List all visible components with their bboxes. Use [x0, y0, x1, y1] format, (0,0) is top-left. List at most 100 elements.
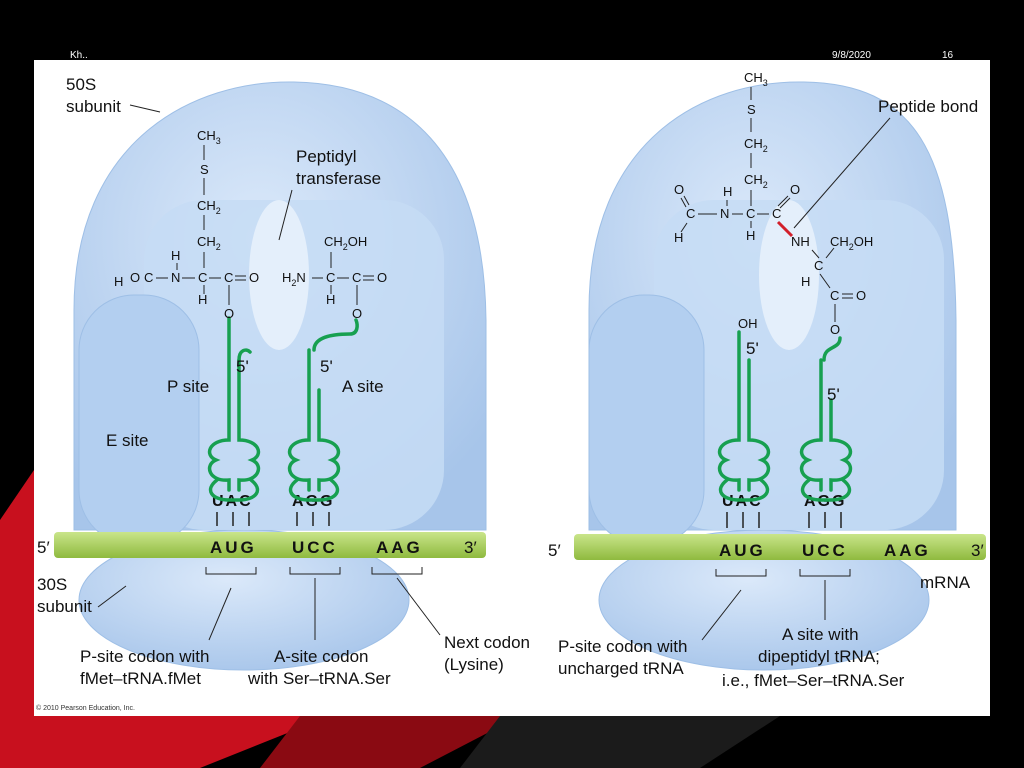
right-a-5prime: 5' [827, 385, 840, 404]
peptide-bond-leader [793, 117, 891, 229]
right-base-pair-ticks [726, 512, 842, 528]
right-mrna-3prime: 3′ [971, 541, 984, 560]
right-ser-c: C [830, 288, 839, 303]
right-h-left: H [674, 230, 683, 245]
right-ch2-a: CH2 [744, 136, 768, 154]
left-fmet-c2: C [224, 270, 233, 285]
left-inner-cavity [144, 200, 444, 530]
left-p-5prime: 5' [236, 357, 249, 376]
left-mrna-3prime: 3′ [464, 538, 477, 557]
left-caption-a-2: with Ser–tRNA.Ser [247, 669, 391, 688]
left-fmet-structure: CH3 S CH2 CH2 H H O C N C C O H O [114, 128, 259, 321]
right-ca: C [746, 206, 755, 221]
right-ribosome [588, 81, 957, 671]
left-p-site-label: P site [167, 377, 209, 396]
left-a-5prime: 5' [320, 357, 333, 376]
left-ser-h2n: H2N [282, 270, 306, 288]
left-mrna-5prime: 5′ [37, 538, 50, 557]
left-fmet-o-left: O [130, 270, 140, 285]
left-tunnel [249, 200, 309, 350]
left-ser-c: C [352, 270, 361, 285]
left-ribosome [73, 81, 487, 671]
left-a-site-label: A site [342, 377, 384, 396]
right-c1: C [686, 206, 695, 221]
peptide-bond-label: Peptide bond [878, 97, 978, 116]
right-o-carbonyl: O [790, 182, 800, 197]
left-fmet-ch3: CH3 [197, 128, 221, 146]
left-fmet-h-left: H [114, 274, 123, 289]
right-ser-o: O [856, 288, 866, 303]
left-fmet-o-ester: O [224, 306, 234, 321]
right-mrna-strand [574, 534, 986, 560]
right-caption-a-2: dipeptidyl tRNA; [758, 647, 880, 666]
right-bonds [680, 190, 853, 322]
right-e-site-lobe [588, 294, 705, 546]
right-s: S [747, 102, 756, 117]
right-ser-ch2oh: CH2OH [830, 234, 873, 252]
right-c2: C [772, 206, 781, 221]
left-caption-a-1: A-site codon [274, 647, 369, 666]
left-codon-ucc: UCC [292, 538, 338, 557]
left-codon-aag: AAG [376, 538, 423, 557]
right-inner-cavity [654, 200, 944, 530]
left-e-site-lobe [78, 294, 200, 546]
left-fmet-c1: C [144, 270, 153, 285]
left-codon-aug: AUG [210, 538, 257, 557]
left-trna-p-site [207, 316, 261, 502]
left-ser-ch2oh: CH2OH [324, 234, 367, 252]
right-mrna-5prime: 5′ [548, 541, 561, 560]
right-ser-h: H [801, 274, 810, 289]
right-n: N [720, 206, 729, 221]
left-50s-leader [129, 104, 161, 113]
red-wedge-1 [0, 470, 34, 768]
left-ser-o: O [377, 270, 387, 285]
left-50s-label-2: subunit [66, 97, 121, 116]
left-fmet-o-right: O [249, 270, 259, 285]
left-30s-label-2: subunit [37, 597, 92, 616]
red-wedge-3 [260, 716, 520, 768]
right-caption-a-3: i.e., fMet–Ser–tRNA.Ser [722, 671, 905, 690]
left-fmet-ca: C [198, 270, 207, 285]
left-codon-brackets [205, 567, 441, 641]
right-trna-p-site [717, 330, 771, 502]
header-date: 9/8/2020 [832, 50, 871, 61]
left-caption-p-1: P-site codon with [80, 647, 209, 666]
left-trna-a-site [287, 318, 359, 502]
right-codon-aag: AAG [884, 541, 931, 560]
right-nh: NH [791, 234, 810, 249]
right-mrna-label: mRNA [920, 573, 971, 592]
right-h-bottom: H [746, 228, 755, 243]
left-ser-ca: C [326, 270, 335, 285]
left-ser-structure: CH2OH H2N C C O H O [282, 234, 387, 321]
right-ch3: CH3 [744, 70, 768, 88]
right-oh: OH [738, 316, 758, 331]
right-ch2-b: CH2 [744, 172, 768, 190]
left-fmet-s: S [200, 162, 209, 177]
right-p-5prime: 5' [746, 339, 759, 358]
left-ser-o-ester: O [352, 306, 362, 321]
right-dipeptide-structure: CH3 S CH2 CH2 H O C H N C H C O NH CH2OH… [674, 70, 873, 337]
left-caption-next-2: (Lysine) [444, 655, 504, 674]
right-ser-ca: C [814, 258, 823, 273]
right-caption-p-2: uncharged tRNA [558, 659, 684, 678]
right-trna-a-site [799, 336, 853, 502]
left-30s-label-1: 30S [37, 575, 67, 594]
copyright-text: © 2010 Pearson Education, Inc. [36, 704, 135, 712]
right-tunnel [759, 200, 819, 350]
left-fmet-h-top: H [171, 248, 180, 263]
right-codon-ucc: UCC [802, 541, 848, 560]
left-30s-leader [97, 585, 127, 608]
left-peptidyl-label-1: Peptidyl [296, 147, 356, 166]
left-caption-next-1: Next codon [444, 633, 530, 652]
header-author: Kh.. [70, 50, 88, 61]
ribosome-figure: 5′ 3′ AUG UCC AAG UAC AGG [36, 70, 986, 712]
left-50s-label-1: 50S [66, 75, 96, 94]
left-base-pair-ticks [216, 512, 330, 526]
left-fmet-ch2-b: CH2 [197, 234, 221, 252]
left-mrna-strand [54, 532, 486, 558]
left-e-site-label: E site [106, 431, 149, 450]
right-codon-brackets [701, 569, 851, 641]
left-ser-h: H [326, 292, 335, 307]
